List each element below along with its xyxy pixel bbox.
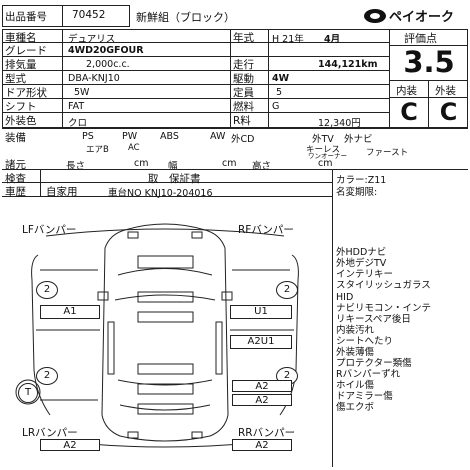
usage-value: 自家用 xyxy=(46,186,78,198)
mileage-value: 144,121km xyxy=(318,59,378,70)
equip-ps: PS xyxy=(82,131,94,142)
equip-keyless: キーレス xyxy=(306,145,341,155)
equip-cd: 外CD xyxy=(231,134,255,145)
displacement-label: 排気量 xyxy=(5,59,37,71)
note-item: Rバンパーずれ xyxy=(336,369,401,380)
fuel-label: 燃料 xyxy=(233,101,254,113)
tax-value: 12,340円 xyxy=(318,118,361,129)
damage-box-a2-r1: A2 xyxy=(232,380,292,392)
note-item: 傷エクボ xyxy=(336,402,375,413)
equip-first: ファースト xyxy=(366,148,409,158)
grade-label: グレード xyxy=(5,45,47,57)
damage-box-u1: U1 xyxy=(230,305,292,319)
color-label: 外装色 xyxy=(5,115,37,127)
equip-abs: ABS xyxy=(160,131,179,142)
note-item: スタイリッシュガラス xyxy=(336,280,431,291)
spec-table xyxy=(2,29,468,128)
damage-box-a2u1: A2U1 xyxy=(230,335,292,349)
warranty-label: 取 保証書 xyxy=(148,173,201,185)
shift-value: FAT xyxy=(68,101,85,112)
inspection-label: 検査 xyxy=(5,173,26,185)
dims-label: 諸元 xyxy=(5,159,26,171)
transfer-deadline: 名変期限: xyxy=(336,187,378,198)
equip-pw: PW xyxy=(122,131,138,142)
width-label: 幅 xyxy=(168,161,178,172)
tax-label: R料 xyxy=(233,115,251,127)
equip-ac: AC xyxy=(128,143,140,153)
model-code-label: 型式 xyxy=(5,73,26,85)
drive-label: 駆動 xyxy=(233,73,254,85)
note-item: ナビリモコン・インテ xyxy=(336,303,432,314)
car-diagram xyxy=(0,200,332,468)
note-item: ホイル傷 xyxy=(336,380,375,391)
note-item: 外HDDナビ xyxy=(336,247,387,258)
year-label: 年式 xyxy=(233,32,254,44)
damage-circle-fl: 2 xyxy=(36,281,58,299)
width-unit: cm xyxy=(222,158,237,169)
equip-aw: AW xyxy=(210,131,226,142)
note-item: HID xyxy=(336,292,354,303)
shift-label: シフト xyxy=(5,101,37,113)
drive-value: 4W xyxy=(272,73,290,84)
tire-mark-t: T xyxy=(18,383,38,403)
color-value: クロ xyxy=(68,118,88,129)
note-item: リキースペア後日 xyxy=(336,314,411,325)
displacement-value: 2,000c.c. xyxy=(86,59,130,70)
height-unit: cm xyxy=(318,158,333,169)
year-value: H 21年 xyxy=(272,34,304,45)
model-name: デュアリス xyxy=(68,34,116,45)
damage-circle-fr: 2 xyxy=(276,281,298,299)
note-item: 外装薄傷 xyxy=(336,347,375,358)
rf-bumper-label: RFバンパー xyxy=(238,224,294,236)
exterior-score: C xyxy=(439,98,458,126)
lot-number: 70452 xyxy=(72,9,106,21)
lf-bumper-label: LFバンパー xyxy=(22,224,77,236)
equip-navi: 外ナビ xyxy=(344,134,373,145)
length-label: 長さ xyxy=(66,161,86,172)
exterior-score-label: 外装 xyxy=(435,85,456,97)
note-item: シートへたり xyxy=(336,336,394,347)
interior-score: C xyxy=(400,98,418,126)
lot-box xyxy=(2,5,130,27)
interior-score-label: 内装 xyxy=(396,85,417,97)
note-item: 外地デジTV xyxy=(336,258,387,269)
capacity-label: 定員 xyxy=(233,87,254,99)
rr-bumper-label: RRバンパー xyxy=(238,427,296,439)
brand-text: ペイオーク xyxy=(389,10,454,25)
fuel-value: G xyxy=(272,101,280,112)
damage-box-a2-r2: A2 xyxy=(232,394,292,406)
brand-logo: ペイオーク xyxy=(362,6,467,26)
doors-value: 5W xyxy=(74,87,90,98)
usage-history-label: 車歴 xyxy=(5,186,26,198)
lr-bumper-label: LRバンパー xyxy=(22,427,78,439)
equipment-label: 装備 xyxy=(5,132,26,144)
total-score: 3.5 xyxy=(403,45,455,79)
damage-circle-rl: 2 xyxy=(36,367,58,385)
lot-label: 出品番号 xyxy=(5,11,47,23)
damage-box-a2-lr: A2 xyxy=(40,439,100,451)
note-item: プロテクター類傷 xyxy=(336,358,412,369)
note-item: インテリキー xyxy=(336,269,394,280)
length-unit: cm xyxy=(134,158,149,169)
mileage-label: 走行 xyxy=(233,59,254,71)
category-label: 新鮮組（ブロック） xyxy=(136,11,235,24)
note-item: 内装汚れ xyxy=(336,325,375,336)
model-name-label: 車種名 xyxy=(5,32,37,44)
height-label: 高さ xyxy=(252,161,272,172)
capacity-value: 5 xyxy=(276,87,283,98)
total-score-label: 評価点 xyxy=(404,32,437,45)
color-code: カラー:Z11 xyxy=(336,175,387,186)
chassis-number: 車台NO KNJ10-204016 xyxy=(108,188,213,199)
equip-airbag: エアB xyxy=(86,145,109,155)
equip-one-owner: ワンオーナー xyxy=(308,152,347,160)
damage-box-a2-rr: A2 xyxy=(232,439,292,451)
month-value: 4月 xyxy=(324,34,341,45)
note-item: ドアミラー傷 xyxy=(336,391,393,402)
damage-box-a1: A1 xyxy=(40,305,100,319)
model-code-value: DBA-KNJ10 xyxy=(68,73,120,84)
equip-tv: 外TV xyxy=(312,134,334,145)
grade-value: 4WD20GFOUR xyxy=(68,45,144,56)
doors-label: ドア形状 xyxy=(5,87,47,99)
